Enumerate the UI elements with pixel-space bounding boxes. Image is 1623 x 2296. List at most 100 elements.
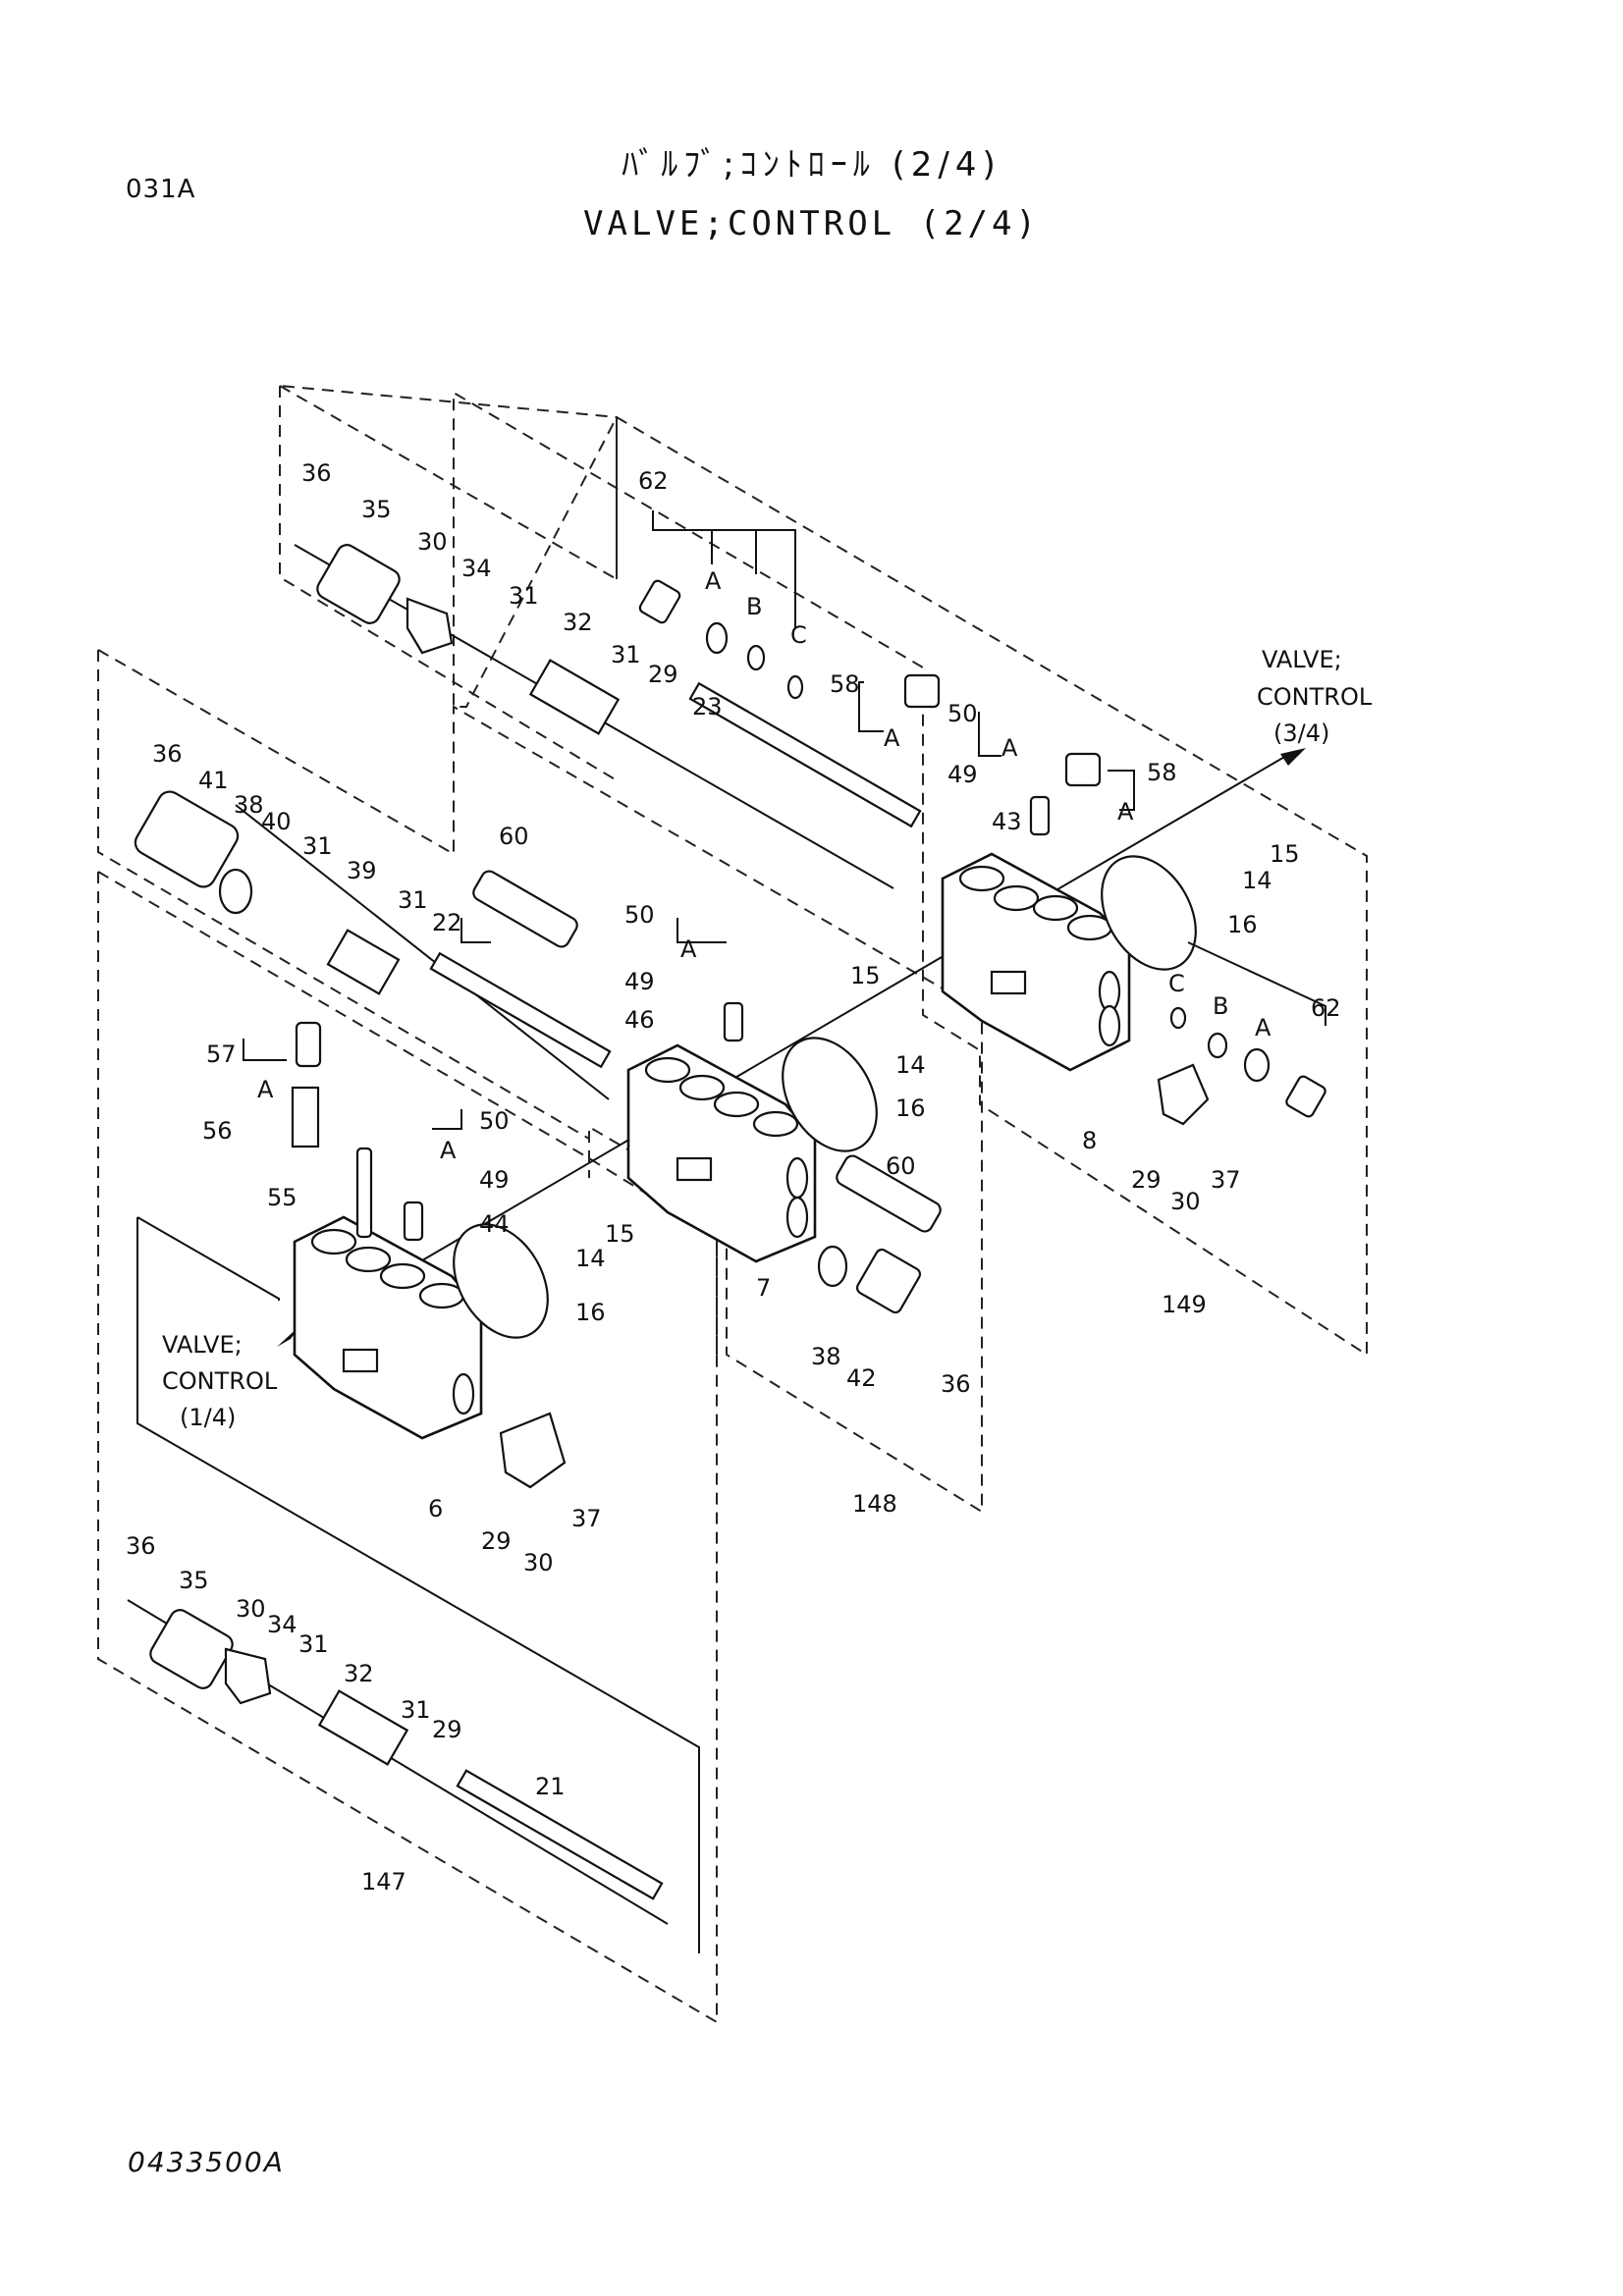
callout-38: 38	[811, 1343, 841, 1370]
plate-30-right	[1157, 1063, 1210, 1126]
callout-42: 42	[846, 1364, 877, 1392]
sleeve-43	[1029, 795, 1051, 836]
callout-147: 147	[361, 1868, 406, 1896]
callout-16: 16	[575, 1299, 606, 1326]
callout-149: 149	[1162, 1291, 1207, 1318]
callout-32: 32	[563, 609, 593, 636]
callout-29: 29	[481, 1527, 512, 1555]
callout-60: 60	[499, 823, 529, 850]
callout-30: 30	[1170, 1188, 1201, 1215]
callout-7: 7	[756, 1274, 771, 1302]
plate-30-top	[406, 597, 454, 655]
callout-30: 30	[523, 1549, 554, 1576]
callout-C: C	[790, 621, 807, 649]
callout-148: 148	[852, 1490, 897, 1518]
callout-16: 16	[895, 1095, 926, 1122]
spring-56	[291, 1086, 320, 1148]
callout-A: A	[440, 1137, 457, 1164]
callout-15: 15	[1270, 840, 1300, 868]
callout-29: 29	[432, 1716, 462, 1743]
spool-23	[688, 681, 922, 828]
group-lower-solid-outline	[136, 1216, 280, 1301]
callout-A: A	[1001, 734, 1018, 762]
callout-14: 14	[895, 1051, 926, 1079]
callout-14: 14	[575, 1245, 606, 1272]
plate-30-bottom	[224, 1647, 272, 1705]
group-lower-solid-outline-b	[136, 1217, 700, 1953]
callout-31: 31	[509, 582, 539, 610]
callout-34: 34	[267, 1611, 298, 1638]
callout-29: 29	[1131, 1166, 1162, 1194]
spring-32-top	[528, 659, 621, 735]
callout-46: 46	[624, 1006, 655, 1034]
callout-49: 49	[479, 1166, 510, 1194]
plug-57	[295, 1021, 322, 1068]
parts	[134, 544, 1326, 1900]
o-ring-16-mid	[782, 1037, 878, 1152]
valve-block-8	[941, 852, 1131, 1072]
valve-block-7	[626, 1043, 817, 1263]
callout-35: 35	[179, 1567, 209, 1594]
callout-31: 31	[302, 832, 333, 860]
plate-30-mid	[499, 1412, 567, 1489]
callout-23: 23	[692, 693, 723, 721]
callout-22: 22	[432, 909, 462, 936]
relief-valve-60-top	[472, 870, 578, 948]
callout-36: 36	[301, 459, 332, 487]
callout-40: 40	[261, 808, 292, 835]
svg-text:VALVE;: VALVE;	[1262, 646, 1342, 673]
axis-arrowhead-right	[1280, 748, 1306, 766]
sleeve-46	[723, 1001, 744, 1042]
o-ring-16-top	[1101, 855, 1197, 971]
title-english: VALVE;CONTROL (2/4)	[583, 204, 1040, 243]
spring-32-bottom	[317, 1689, 409, 1766]
callout-A: A	[884, 724, 900, 752]
callout-37: 37	[1211, 1166, 1241, 1194]
callout-A: A	[705, 567, 722, 595]
leader-lines	[243, 510, 1326, 1130]
callout-14: 14	[1242, 867, 1272, 894]
svg-text:(1/4): (1/4)	[180, 1404, 236, 1431]
reference-valve-control-1-4: VALVE; CONTROL (1/4)	[162, 1331, 278, 1431]
callout-36: 36	[152, 740, 183, 768]
group-middle-outline	[97, 871, 718, 1364]
group-top-spool-outline	[279, 385, 618, 581]
callout-A: A	[257, 1076, 274, 1103]
group-148-outline-b	[97, 650, 590, 1140]
callout-31: 31	[611, 641, 641, 668]
group-149-outline	[453, 391, 1368, 1357]
reference-valve-control-3-4: VALVE; CONTROL (3/4)	[1257, 646, 1373, 747]
callout-29: 29	[648, 661, 678, 688]
svg-text:(3/4): (3/4)	[1273, 720, 1329, 747]
callout-50: 50	[947, 700, 978, 727]
callout-31: 31	[398, 886, 428, 914]
callout-58: 58	[830, 670, 860, 698]
callout-36: 36	[941, 1370, 971, 1398]
callout-34: 34	[461, 555, 492, 582]
callout-41: 41	[198, 767, 229, 794]
pin-55	[355, 1147, 373, 1239]
cap-41	[134, 790, 240, 888]
callout-39: 39	[347, 857, 377, 884]
callout-31: 31	[298, 1630, 329, 1658]
seal-rings	[218, 621, 1271, 1339]
callout-60: 60	[886, 1152, 916, 1180]
group-top-spool-edge	[279, 386, 618, 781]
cap-42	[855, 1248, 922, 1314]
svg-text:VALVE;: VALVE;	[162, 1331, 243, 1359]
plug-58-b	[1064, 752, 1102, 787]
valve-block-6	[293, 1215, 483, 1440]
svg-text:CONTROL: CONTROL	[1257, 683, 1373, 711]
callout-16: 16	[1227, 911, 1258, 938]
drawing-number: 0433500A	[128, 2146, 285, 2178]
callout-A: A	[1117, 798, 1134, 826]
callout-57: 57	[206, 1041, 237, 1068]
cap-35-top	[316, 544, 401, 624]
svg-text:CONTROL: CONTROL	[162, 1367, 278, 1395]
callout-55: 55	[267, 1184, 298, 1211]
callout-37: 37	[571, 1505, 602, 1532]
plug-62-top	[638, 579, 681, 624]
spool-22	[429, 951, 612, 1069]
callout-58: 58	[1147, 759, 1177, 786]
